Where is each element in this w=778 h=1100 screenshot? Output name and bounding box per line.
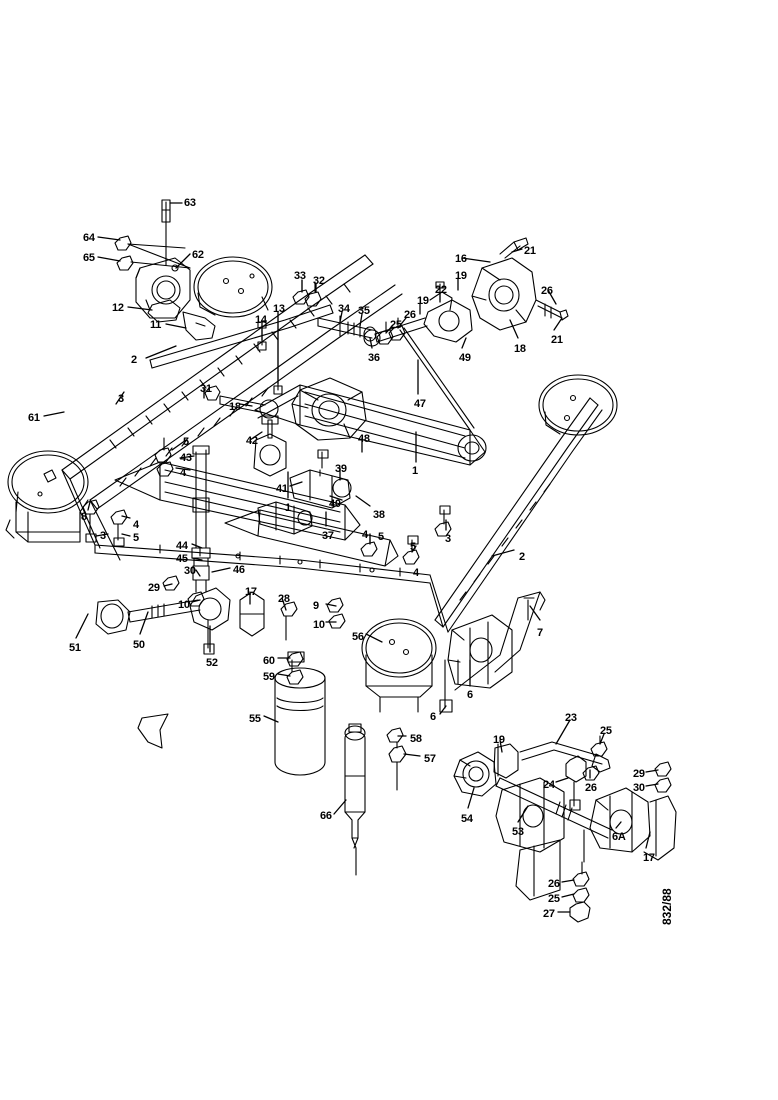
callout-65: 65 bbox=[83, 252, 95, 264]
callout-4-mid: 4 bbox=[362, 529, 368, 541]
callout-17-lower: 17 bbox=[643, 852, 655, 864]
callout-21-upper: 21 bbox=[524, 245, 536, 257]
callout-19-lower: 19 bbox=[493, 734, 505, 746]
callout-6-lower: 6 bbox=[430, 711, 436, 723]
callout-31: 31 bbox=[200, 383, 212, 395]
callout-45: 45 bbox=[176, 553, 188, 565]
callout-3-right: 3 bbox=[445, 533, 451, 545]
callout-12: 12 bbox=[112, 302, 124, 314]
callout-49: 49 bbox=[459, 352, 471, 364]
callout-6-upper: 6 bbox=[467, 689, 473, 701]
callout-50: 50 bbox=[133, 639, 145, 651]
callout-10-left: 10 bbox=[178, 599, 190, 611]
callout-19-upper: 19 bbox=[455, 270, 467, 282]
callout-29-lower: 29 bbox=[633, 768, 645, 780]
callout-42: 42 bbox=[246, 435, 258, 447]
callout-62: 62 bbox=[192, 249, 204, 261]
callout-27: 27 bbox=[543, 908, 555, 920]
callout-56: 56 bbox=[352, 631, 364, 643]
callout-3-upperleft: 3 bbox=[118, 393, 124, 405]
callout-5-lowleft: 5 bbox=[133, 532, 139, 544]
callout-26-right: 26 bbox=[541, 285, 553, 297]
callout-5-right: 5 bbox=[410, 541, 416, 553]
callout-63: 63 bbox=[184, 197, 196, 209]
callout-34: 34 bbox=[338, 303, 350, 315]
callout-37: 37 bbox=[322, 530, 334, 542]
callout-1-right: 1 bbox=[412, 465, 418, 477]
callout-54: 54 bbox=[461, 813, 473, 825]
callout-61: 61 bbox=[28, 412, 40, 424]
callout-7: 7 bbox=[537, 627, 543, 639]
callout-3-lowleft: 3 bbox=[100, 530, 106, 542]
callout-46: 46 bbox=[233, 564, 245, 576]
callout-24: 24 bbox=[543, 779, 555, 791]
callout-28: 28 bbox=[278, 593, 290, 605]
callout-18-mid: 18 bbox=[229, 401, 241, 413]
callout-10-mid: 10 bbox=[313, 619, 325, 631]
callout-60: 60 bbox=[263, 655, 275, 667]
callout-13: 13 bbox=[273, 303, 285, 315]
callout-30-lower: 30 bbox=[633, 782, 645, 794]
callout-59: 59 bbox=[263, 671, 275, 683]
callout-25-mid: 25 bbox=[390, 319, 402, 331]
callout-39: 39 bbox=[335, 463, 347, 475]
callout-4-lowleft: 4 bbox=[133, 519, 139, 531]
callout-8: 8 bbox=[81, 511, 87, 523]
callout-29-left: 29 bbox=[148, 582, 160, 594]
callout-25-bottom: 25 bbox=[548, 893, 560, 905]
callout-2-right: 2 bbox=[519, 551, 525, 563]
callout-19-mid: 19 bbox=[417, 295, 429, 307]
callout-40: 40 bbox=[329, 498, 341, 510]
callout-38: 38 bbox=[373, 509, 385, 521]
callout-32: 32 bbox=[313, 275, 325, 287]
callout-26-bottom: 26 bbox=[548, 878, 560, 890]
callout-14: 14 bbox=[255, 314, 267, 326]
callout-55: 55 bbox=[249, 713, 261, 725]
callout-9: 9 bbox=[313, 600, 319, 612]
callout-4-right: 4 bbox=[413, 567, 419, 579]
callout-44: 44 bbox=[176, 540, 188, 552]
callout-23: 23 bbox=[565, 712, 577, 724]
callout-25-lower: 25 bbox=[600, 725, 612, 737]
callout-33: 33 bbox=[294, 270, 306, 282]
callout-36: 36 bbox=[368, 352, 380, 364]
callout-6a: 6A bbox=[612, 831, 626, 843]
callout-48: 48 bbox=[358, 433, 370, 445]
callout-41: 41 bbox=[276, 483, 288, 495]
callout-5-left: 5 bbox=[183, 436, 189, 448]
callout-51: 51 bbox=[69, 642, 81, 654]
callout-66: 66 bbox=[320, 810, 332, 822]
callout-17-mid: 17 bbox=[245, 586, 257, 598]
callout-11: 11 bbox=[150, 319, 162, 331]
callout-47: 47 bbox=[414, 398, 426, 410]
callout-30-left: 30 bbox=[184, 565, 196, 577]
callout-26-mid: 26 bbox=[404, 309, 416, 321]
callout-18-right: 18 bbox=[514, 343, 526, 355]
callout-21-right: 21 bbox=[551, 334, 563, 346]
callout-26-lower: 26 bbox=[585, 782, 597, 794]
callout-5-mid: 5 bbox=[378, 531, 384, 543]
callout-52: 52 bbox=[206, 657, 218, 669]
drawing-code: 832/88 bbox=[660, 888, 674, 925]
callout-16: 16 bbox=[455, 253, 467, 265]
callout-35: 35 bbox=[358, 305, 370, 317]
callout-57: 57 bbox=[424, 753, 436, 765]
callout-1-center: 1 bbox=[285, 502, 291, 514]
callout-2-left: 2 bbox=[131, 354, 137, 366]
callout-53: 53 bbox=[512, 826, 524, 838]
callout-4-left: 4 bbox=[180, 467, 186, 479]
callout-64: 64 bbox=[83, 232, 95, 244]
callout-22: 22 bbox=[435, 284, 447, 296]
callout-58: 58 bbox=[410, 733, 422, 745]
callout-43: 43 bbox=[180, 452, 192, 464]
